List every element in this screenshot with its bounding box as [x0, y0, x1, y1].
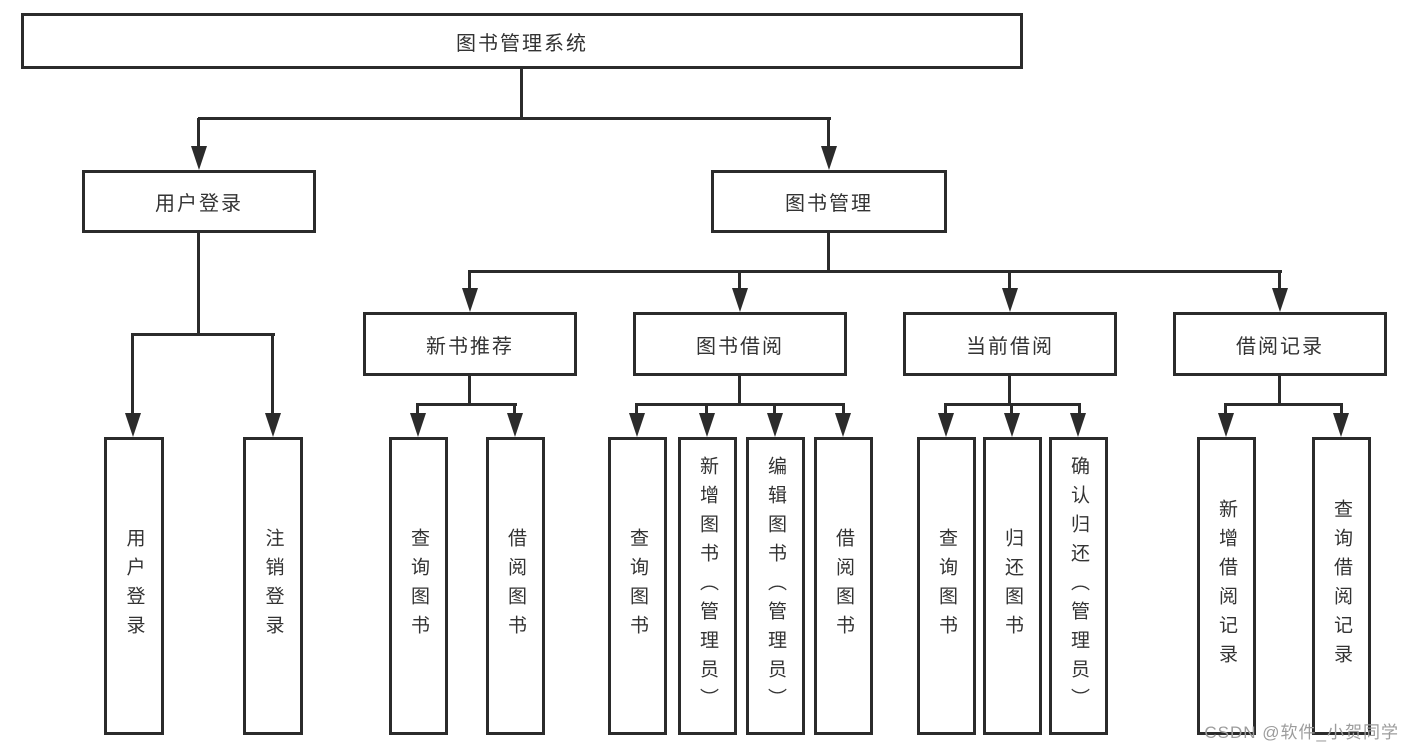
arrowhead-down-icon — [1272, 288, 1288, 312]
connector-line — [468, 270, 1282, 273]
connector-line — [1224, 404, 1227, 415]
leaf-borrow-books-2: 借阅图书 — [814, 437, 873, 735]
connector-line — [1078, 404, 1081, 415]
arrowhead-down-icon — [1070, 413, 1086, 437]
connector-line — [271, 334, 274, 416]
arrowhead-down-icon — [732, 288, 748, 312]
connector-line — [1224, 403, 1343, 406]
leaf-query-books-3: 查询图书 — [917, 437, 976, 735]
arrowhead-down-icon — [699, 413, 715, 437]
arrowhead-down-icon — [125, 413, 141, 437]
arrowhead-down-icon — [629, 413, 645, 437]
connector-line — [738, 376, 741, 406]
arrowhead-down-icon — [1002, 288, 1018, 312]
connector-line — [520, 69, 523, 119]
connector-line — [416, 404, 419, 415]
leaf-query-books-1: 查询图书 — [389, 437, 448, 735]
node-user-login: 用户登录 — [82, 170, 316, 233]
arrowhead-down-icon — [835, 413, 851, 437]
arrowhead-down-icon — [1333, 413, 1349, 437]
connector-line — [705, 404, 708, 415]
leaf-logout: 注销登录 — [243, 437, 303, 735]
connector-line — [827, 233, 830, 272]
arrowhead-down-icon — [462, 288, 478, 312]
connector-line — [1008, 271, 1011, 291]
arrowhead-down-icon — [410, 413, 426, 437]
connector-line — [1278, 376, 1281, 406]
node-book-borrowing: 图书借阅 — [633, 312, 847, 376]
arrowhead-down-icon — [1004, 413, 1020, 437]
node-book-management: 图书管理 — [711, 170, 947, 233]
node-current-borrowing: 当前借阅 — [903, 312, 1117, 376]
connector-line — [468, 376, 471, 406]
connector-line — [635, 404, 638, 415]
leaf-add-books-admin: 新增图书（管理员） — [678, 437, 737, 735]
connector-line — [198, 117, 831, 120]
node-library-system: 图书管理系统 — [21, 13, 1023, 69]
arrowhead-down-icon — [821, 146, 837, 170]
arrowhead-down-icon — [938, 413, 954, 437]
arrowhead-down-icon — [1218, 413, 1234, 437]
connector-line — [773, 404, 776, 415]
connector-line — [197, 233, 200, 336]
connector-line — [635, 403, 845, 406]
connector-line — [513, 404, 516, 415]
connector-line — [197, 118, 200, 148]
connector-line — [842, 404, 845, 415]
connector-line — [827, 118, 830, 148]
node-new-book-recommend: 新书推荐 — [363, 312, 577, 376]
leaf-query-borrow-record: 查询借阅记录 — [1312, 437, 1371, 735]
connector-line — [1278, 271, 1281, 291]
arrowhead-down-icon — [507, 413, 523, 437]
connector-line — [468, 271, 471, 291]
csdn-watermark: CSDN @软件_小贺同学 — [1204, 723, 1399, 742]
connector-line — [131, 333, 275, 336]
connector-line — [416, 403, 517, 406]
connector-line — [944, 404, 947, 415]
connector-line — [1340, 404, 1343, 415]
connector-line — [738, 271, 741, 291]
leaf-confirm-return-admin: 确认归还（管理员） — [1049, 437, 1108, 735]
leaf-borrow-books-1: 借阅图书 — [486, 437, 545, 735]
leaf-edit-books-admin: 编辑图书（管理员） — [746, 437, 805, 735]
connector-line — [1008, 376, 1011, 406]
leaf-return-books: 归还图书 — [983, 437, 1042, 735]
connector-line — [1010, 404, 1013, 415]
arrowhead-down-icon — [767, 413, 783, 437]
leaf-add-borrow-record: 新增借阅记录 — [1197, 437, 1256, 735]
node-borrow-records: 借阅记录 — [1173, 312, 1387, 376]
leaf-user-login: 用户登录 — [104, 437, 164, 735]
arrowhead-down-icon — [265, 413, 281, 437]
leaf-query-books-2: 查询图书 — [608, 437, 667, 735]
connector-line — [131, 334, 134, 416]
arrowhead-down-icon — [191, 146, 207, 170]
